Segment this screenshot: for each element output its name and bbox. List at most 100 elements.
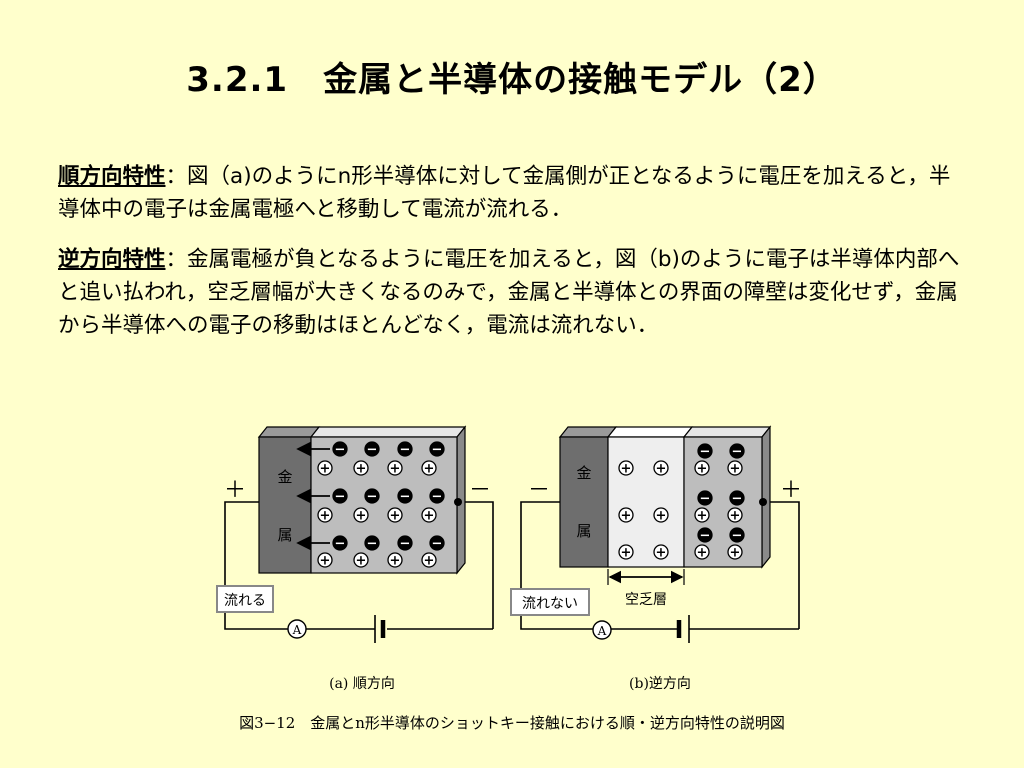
- plus-sign-b: ＋: [780, 478, 802, 503]
- donor-ion-sign: +: [424, 554, 435, 569]
- donor-ion-sign: +: [320, 462, 331, 477]
- electron-icon: [332, 488, 348, 504]
- electron-sign: −: [400, 537, 411, 552]
- electron-sign: −: [700, 445, 711, 460]
- donor-ion-icon: [727, 507, 743, 523]
- donor-ion-sign: +: [697, 546, 708, 561]
- donor-ion-icon: [694, 544, 710, 560]
- reverse-separator: ：: [165, 247, 188, 272]
- flow-label-b: 流れない: [522, 596, 578, 612]
- electron-sign: −: [400, 443, 411, 458]
- donor-ion-sign: +: [424, 462, 435, 477]
- donor-ion-sign: +: [730, 509, 741, 524]
- donor-ion-sign: +: [424, 509, 435, 524]
- donor-ion-sign: +: [390, 509, 401, 524]
- ammeter-label-a: A: [292, 623, 302, 637]
- electron-sign: −: [335, 537, 346, 552]
- donor-ion-sign: +: [656, 462, 667, 477]
- electron-icon: [429, 441, 445, 457]
- electron-sign: −: [432, 537, 443, 552]
- electron-sign: −: [367, 490, 378, 505]
- donor-ion-sign: +: [656, 509, 667, 524]
- donor-ion-sign: +: [320, 509, 331, 524]
- donor-ion-icon: [727, 544, 743, 560]
- donor-ion-icon: [353, 460, 369, 476]
- donor-ion-icon: [653, 507, 669, 523]
- flow-label-box-b: [510, 588, 590, 616]
- electron-icon: [729, 443, 745, 459]
- donor-ion-sign: +: [356, 509, 367, 524]
- donor-ion-icon: [387, 552, 403, 568]
- electron-sign: −: [400, 490, 411, 505]
- forward-text: 図（a)のようにn形半導体に対して金属側が正となるように電圧を加えると，半導体中…: [58, 164, 951, 222]
- donor-ion-sign: +: [656, 546, 667, 561]
- donor-ion-sign: +: [356, 554, 367, 569]
- flow-label-box-a: [216, 585, 274, 613]
- carriers-b: ++++++++++++−−−−−−: [618, 443, 745, 561]
- reverse-term: 逆方向特性: [58, 247, 166, 272]
- electron-sign: −: [732, 529, 743, 544]
- caption-a: (a) 順方向: [329, 676, 395, 692]
- donor-ion-sign: +: [390, 462, 401, 477]
- electron-sign: −: [732, 445, 743, 460]
- donor-ion-sign: +: [621, 462, 632, 477]
- donor-ion-icon: [421, 460, 437, 476]
- donor-ion-sign: +: [621, 546, 632, 561]
- donor-ion-sign: +: [356, 462, 367, 477]
- electron-sign: −: [700, 492, 711, 507]
- donor-ion-icon: [317, 552, 333, 568]
- terminal-dot-b: [759, 498, 767, 506]
- donor-ion-icon: [694, 460, 710, 476]
- donor-ion-icon: [317, 460, 333, 476]
- terminal-dot-a: [454, 498, 462, 506]
- reverse-characteristic-paragraph: 逆方向特性：金属電極が負となるように電圧を加えると，図（b)のように電子は半導体…: [58, 243, 970, 342]
- minus-sign-a: －: [469, 478, 491, 503]
- donor-ion-icon: [694, 507, 710, 523]
- donor-ion-icon: [727, 460, 743, 476]
- electron-icon: [397, 535, 413, 551]
- plus-sign-a: ＋: [224, 478, 246, 503]
- electron-icon: [332, 535, 348, 551]
- electron-sign: −: [432, 490, 443, 505]
- electron-icon: [697, 490, 713, 506]
- electron-icon: [397, 488, 413, 504]
- depletion-label: 空乏層: [625, 592, 667, 608]
- diagram-b-reverse: ++++++++++++−−−−−− 金 属 － ＋ 空乏層 流れない A (b…: [510, 425, 802, 692]
- electron-sign: −: [335, 490, 346, 505]
- electron-icon: [697, 443, 713, 459]
- donor-ion-icon: [653, 544, 669, 560]
- reverse-text: 金属電極が負となるように電圧を加えると，図（b)のように電子は半導体内部へと追い…: [58, 247, 960, 338]
- forward-term: 順方向特性: [58, 164, 166, 189]
- electron-icon: [729, 527, 745, 543]
- electron-icon: [364, 535, 380, 551]
- ammeter-icon-a: [287, 619, 307, 639]
- electron-sign: −: [367, 443, 378, 458]
- forward-characteristic-paragraph: 順方向特性：図（a)のようにn形半導体に対して金属側が正となるように電圧を加える…: [58, 160, 970, 226]
- electron-icon: [429, 535, 445, 551]
- donor-ion-icon: [618, 507, 634, 523]
- metal-label-top-b: 金: [576, 464, 591, 482]
- minus-sign-b: －: [528, 478, 550, 503]
- circuit-a-wires: [224, 501, 494, 630]
- forward-separator: ：: [165, 164, 188, 189]
- electron-sign: −: [432, 443, 443, 458]
- caption-b: (b)逆方向: [629, 676, 691, 692]
- metal-label-top-a: 金: [277, 468, 292, 486]
- metal-label-bottom-b: 属: [576, 522, 591, 540]
- depletion-region-b: [606, 426, 694, 568]
- diagram-a-forward: −−−−−−−−−−−−++++++++++++ 金 属 ＋ － 流れる A (…: [216, 425, 494, 692]
- donor-ion-icon: [653, 460, 669, 476]
- donor-ion-icon: [618, 544, 634, 560]
- electron-sign: −: [700, 529, 711, 544]
- metal-label-bottom-a: 属: [277, 526, 292, 544]
- carriers-a: −−−−−−−−−−−−++++++++++++: [317, 441, 445, 569]
- electron-icon: [364, 441, 380, 457]
- donor-ion-sign: +: [621, 509, 632, 524]
- electron-icon: [332, 441, 348, 457]
- donor-ion-icon: [387, 460, 403, 476]
- electron-flow-arrows: [296, 441, 330, 551]
- page-title: 3.2.1 金属と半導体の接触モデル（2）: [186, 60, 838, 100]
- circuit-b-wires: [520, 501, 800, 630]
- donor-ion-sign: +: [730, 546, 741, 561]
- donor-ion-sign: +: [390, 554, 401, 569]
